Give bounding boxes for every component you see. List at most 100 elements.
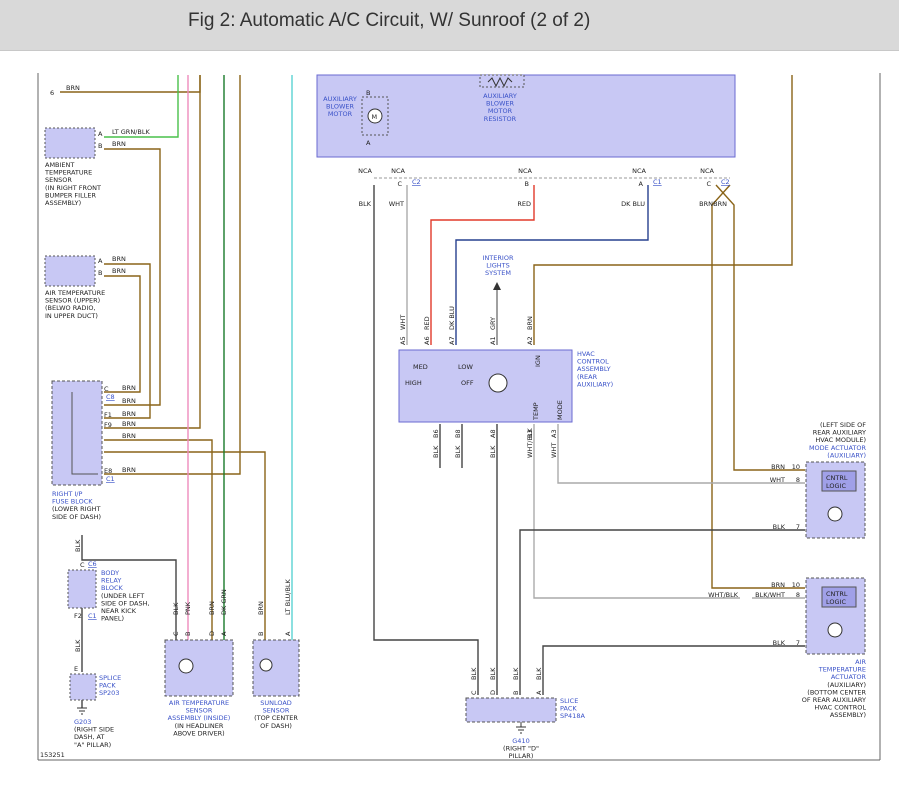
mode-motor-icon: [827, 506, 843, 522]
nca-label: NCA: [358, 167, 372, 175]
mode-label-line: (AUXILIARY): [827, 451, 866, 459]
wires: [60, 75, 805, 708]
fuse-pin: C: [104, 385, 109, 393]
ambient-label-line: (IN RIGHT FRONT: [45, 184, 101, 192]
inside-label-line: ASSEMBLY (INSIDE): [168, 714, 231, 722]
ambient-b-color: BRN: [112, 140, 126, 148]
temp-motor-icon: [827, 622, 843, 638]
top-wire-color: RED: [517, 200, 531, 208]
mode-cntrl-text-2: LOGIC: [826, 482, 846, 490]
fuse-pin: F1: [104, 411, 112, 419]
conn-pin: C: [397, 180, 402, 188]
top-wire-color: BLK: [359, 200, 372, 208]
sp203-label-line: SPLICE: [99, 674, 121, 682]
relay-label-line: RELAY: [101, 577, 121, 585]
sp203-label-line: PACK: [99, 682, 116, 690]
fuse-conn: C8: [106, 393, 115, 401]
fuse-wire-color: BRN: [122, 466, 136, 474]
g203-label-line: DASH, AT: [74, 733, 104, 741]
g410-label-line: PILLAR): [509, 752, 534, 760]
splice-pin: B: [512, 691, 520, 695]
g410-label: G410(RIGHT "D"PILLAR): [503, 737, 539, 760]
temp-cntrl-text-1: CNTRL: [826, 590, 848, 598]
inside-label-line: AIR TEMPERATURE: [169, 699, 229, 707]
fuse-block-box: [51, 380, 103, 486]
temp-pin: 8: [796, 591, 800, 599]
ground-g410-icon: [516, 722, 526, 734]
hvac-bottom-pin: B3: [526, 429, 534, 438]
inside-pin: C: [172, 631, 180, 636]
wire-dkblu: [455, 185, 649, 345]
inside-pin: D: [208, 631, 216, 636]
temp-pin-color: BLK: [773, 639, 786, 647]
lights-label-line: LIGHTS: [486, 262, 510, 270]
inside-pin-color: PNK: [184, 601, 192, 615]
temp-pin-color: BLK/WHT: [755, 591, 785, 599]
inside-motor-icon: [178, 658, 194, 674]
temp-pin: 10: [792, 581, 800, 589]
motor-pin-b: B: [366, 89, 370, 97]
lights-label-line: INTERIOR: [483, 254, 514, 262]
blower-fan-icon: [488, 373, 508, 393]
resistor-label-line: MOTOR: [488, 107, 513, 115]
hvac-label-line: HVAC: [577, 350, 595, 358]
ground-g203-icon: [77, 707, 87, 715]
switch-off: OFF: [461, 379, 474, 387]
figure-number: 153251: [40, 751, 65, 759]
fuse-label-line: SIDE OF DASH): [52, 513, 101, 521]
mode-label-line: MODE ACTUATOR: [809, 444, 867, 452]
hvac-control-box: [398, 349, 573, 423]
wire-red: [430, 185, 535, 345]
hvac-top-pin: A6: [423, 336, 431, 345]
fuse-label-line: FUSE BLOCK: [52, 498, 93, 506]
mode-label-line: HVAC MODULE): [815, 436, 866, 444]
temp-label-line: TEMPERATURE: [818, 666, 866, 674]
mode-pin-color: WHT: [770, 476, 785, 484]
wire-blk-c: [81, 535, 177, 640]
relay-f2-pin: F2: [74, 612, 82, 620]
sp203-label-line: SP203: [99, 689, 119, 697]
ambient-sensor-box: [44, 127, 96, 159]
inside-label-line: SENSOR: [186, 707, 213, 715]
hvac-top-color: GRY: [489, 317, 497, 330]
nca-label: NCA: [632, 167, 646, 175]
fuse-pin: E8: [104, 467, 112, 475]
hvac-top-color: RED: [423, 316, 431, 330]
ambient-b-pin: B: [98, 142, 102, 150]
hvac-bottom-pin: A8: [489, 429, 497, 438]
sunload-pin: A: [284, 631, 292, 636]
sunload-pin-color: BRN: [257, 601, 265, 615]
motor-label-line: MOTOR: [328, 110, 353, 118]
mode-cntrl-text-1: CNTRL: [826, 474, 848, 482]
conn-pin: A: [639, 180, 644, 188]
splice-pin-color: BLK: [535, 667, 543, 680]
g203-label-line: "A" PILLAR): [74, 741, 111, 749]
wire-fuse-f9: [104, 439, 213, 640]
page-title: Fig 2: Automatic A/C Circuit, W/ Sunroof…: [188, 10, 591, 31]
svg-text:M: M: [372, 113, 378, 121]
inside-pin-color: BRN: [208, 601, 216, 615]
mode-label-line: (LEFT SIDE OF: [820, 421, 866, 429]
temp-pin: 7: [796, 639, 800, 647]
sunload-pin-color: LT BLU/BLK: [284, 578, 292, 615]
wire-brn-ign: [533, 75, 793, 345]
top-wire-color: BRN: [699, 200, 713, 208]
wire-blk-7b: [542, 645, 805, 695]
wire-ambient-b: [104, 148, 161, 406]
body-relay-box: [67, 569, 97, 609]
wire-fuse-5: [104, 451, 266, 640]
hvac-top-pin: A5: [399, 336, 407, 345]
hvac-bottom-color: BLK: [489, 445, 497, 458]
temp-label-line: AIR: [855, 658, 866, 666]
wire-upper-b: [104, 275, 141, 393]
fuse-wire-color: BRN: [122, 397, 136, 405]
